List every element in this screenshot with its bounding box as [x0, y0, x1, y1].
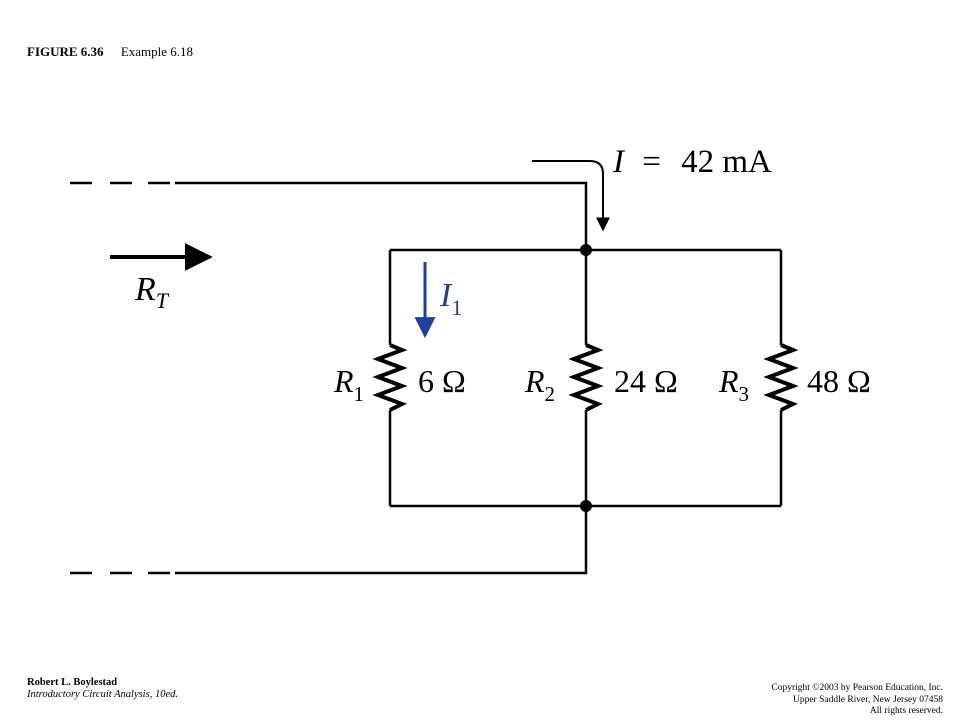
top-feed-wire: [175, 181, 588, 250]
resistor-r2: [568, 343, 604, 412]
current-i-label: I = 42 mA: [612, 144, 772, 180]
r2-value: 24 Ω: [614, 363, 678, 399]
resistor-r3: [763, 343, 799, 412]
r3-label: R3: [718, 363, 749, 406]
resistor-r1: [372, 343, 408, 412]
r1-value: 6 Ω: [418, 363, 466, 399]
top-junction-node: [580, 244, 592, 256]
author-name: Robert L. Boylestad: [27, 677, 118, 688]
figure-caption: FIGURE 6.36 Example 6.18: [27, 44, 193, 60]
bottom-feed-wire: [175, 506, 588, 575]
copyright-line-3: All rights reserved.: [869, 706, 943, 716]
figure-title: Example 6.18: [120, 44, 194, 59]
r2-label: R2: [524, 363, 555, 406]
footer-attribution: Robert L. Boylestad Introductory Circuit…: [27, 677, 178, 701]
bottom-junction-node: [580, 500, 592, 512]
figure-number: FIGURE 6.36: [27, 44, 104, 59]
r1-label: R1: [333, 363, 364, 406]
book-title: Introductory Circuit Analysis, 10ed.: [27, 689, 178, 700]
current-i1-label: I1: [439, 277, 462, 320]
copyright-line-1: Copyright ©2003 by Pearson Education, In…: [771, 683, 943, 693]
r3-value: 48 Ω: [807, 363, 871, 399]
footer-copyright: Copyright ©2003 by Pearson Education, In…: [771, 683, 943, 718]
current-i-arrow: [532, 160, 610, 232]
copyright-line-2: Upper Saddle River, New Jersey 07458: [792, 694, 943, 705]
rt-label: RT: [134, 271, 170, 313]
